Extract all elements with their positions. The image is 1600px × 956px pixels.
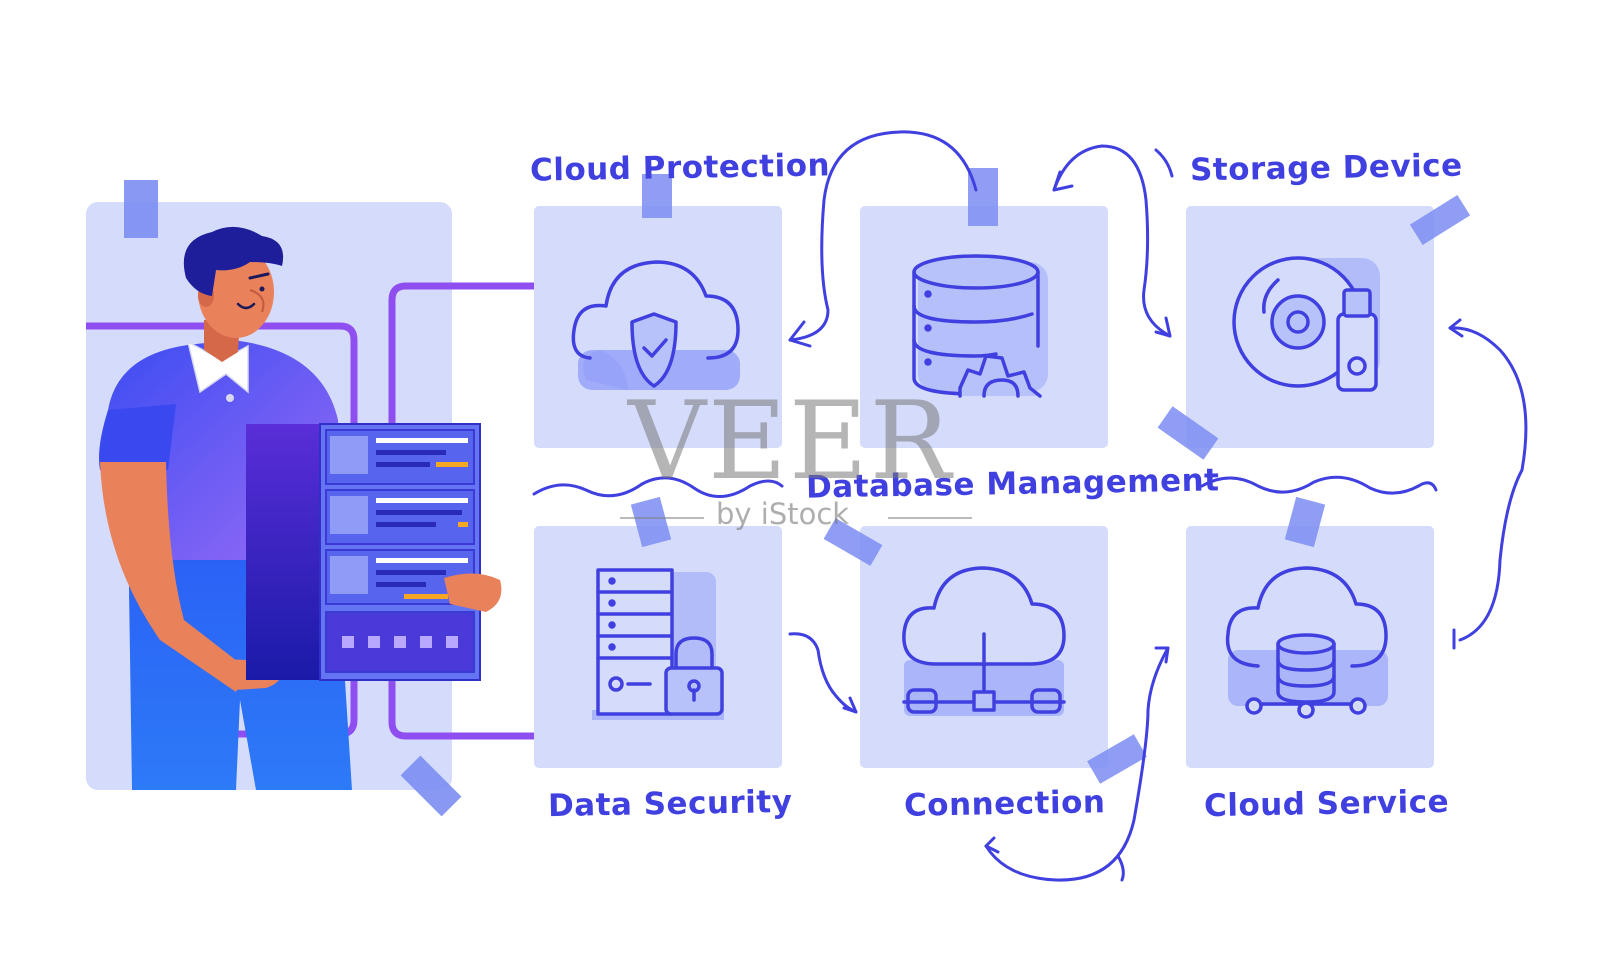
label-cloud-protection: Cloud Protection: [529, 147, 831, 189]
label-connection: Connection: [903, 784, 1106, 824]
watermark-veer: VEER: [628, 379, 953, 504]
database-gear-icon: [912, 254, 1048, 398]
watermark-rule-right: [888, 517, 972, 519]
cloud-database-icon: [1225, 566, 1388, 719]
label-storage-device: Storage Device: [1189, 147, 1463, 189]
cloud-network-icon: [902, 566, 1066, 716]
disc-usb-drive-icon: [1232, 256, 1380, 392]
watermark-rule-left: [620, 517, 704, 519]
label-cloud-service: Cloud Service: [1203, 783, 1450, 825]
label-data-security: Data Security: [547, 783, 793, 825]
connector-arrows: [532, 130, 1528, 882]
server-rack: [246, 423, 502, 681]
cloud-shield-icon: [571, 260, 740, 390]
server-lock-icon: [592, 568, 724, 720]
tape-strips: [630, 168, 1471, 784]
watermark-by-istock: by iStock: [716, 497, 850, 531]
